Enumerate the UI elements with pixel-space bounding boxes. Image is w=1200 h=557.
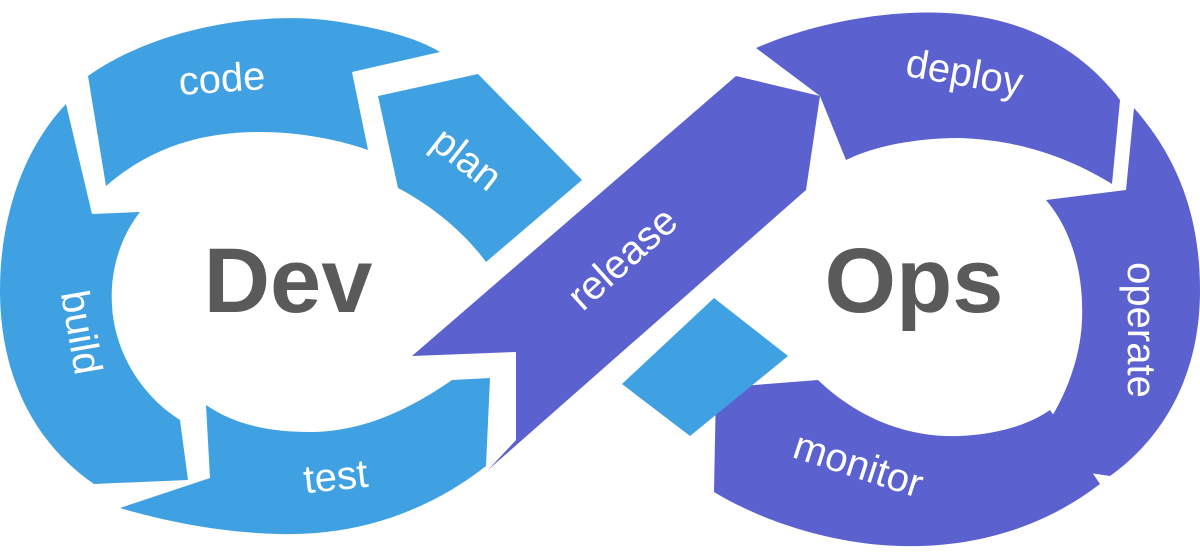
- plan-segment: [378, 74, 582, 262]
- code-segment: [88, 18, 440, 186]
- dev-title: Dev: [204, 230, 373, 332]
- build-segment: [0, 104, 188, 484]
- monitor-segment: [714, 380, 1100, 547]
- stage-label-test: test: [301, 452, 370, 502]
- stage-label-operate: operate: [1119, 262, 1163, 398]
- dev-loop: [0, 18, 582, 535]
- stage-label-code: code: [177, 54, 267, 104]
- release-segment: [412, 76, 820, 470]
- ops-title: Ops: [825, 230, 1004, 332]
- deploy-segment: [756, 12, 1120, 185]
- return-arrowhead: [622, 298, 788, 436]
- ops-loop: [714, 12, 1200, 547]
- operate-segment: [1016, 108, 1200, 476]
- test-segment: [120, 378, 490, 535]
